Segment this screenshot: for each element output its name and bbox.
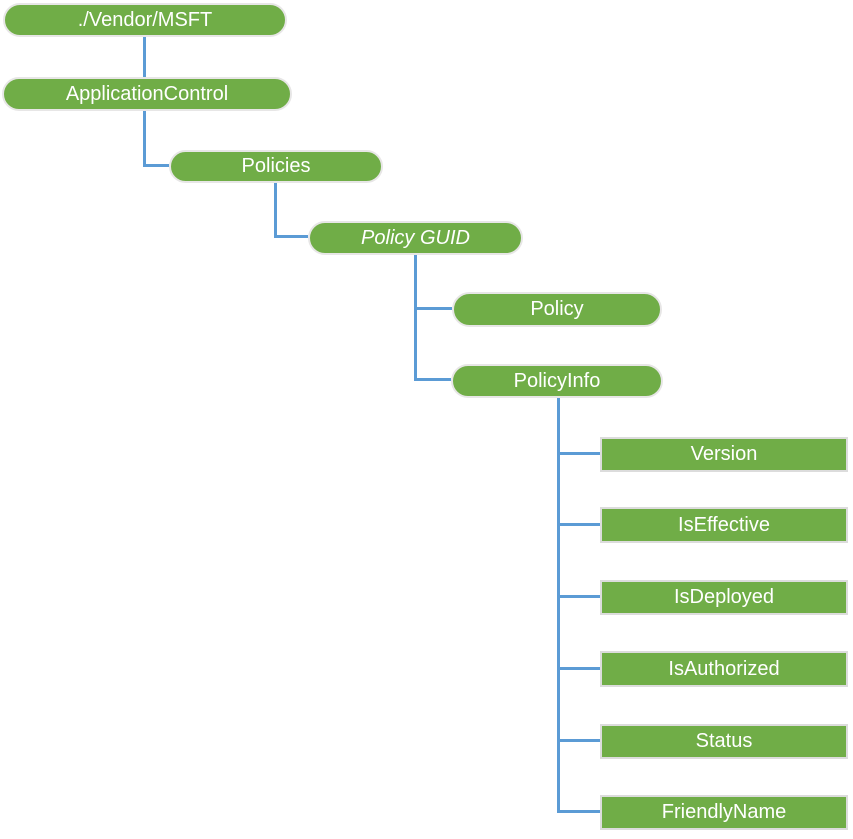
connector-policyinfo-to-friendlyname [557,810,600,813]
connector-policyguid-to-policyinfo [414,378,451,381]
node-is-authorized: IsAuthorized [600,651,848,687]
connector-policyinfo-to-iseffective [557,523,600,526]
connector-policyguid-trunk [414,255,417,381]
connector-policyguid-to-policy [414,307,452,310]
node-vendor-msft-label: ./Vendor/MSFT [77,8,213,31]
connector-vendor-to-applicationcontrol [143,36,146,77]
node-friendly-name: FriendlyName [600,795,848,830]
node-status: Status [600,724,848,759]
node-version: Version [600,437,848,472]
connector-policies-to-policyguid-vertical [274,183,277,238]
connector-policyinfo-to-isauthorized [557,667,600,670]
node-status-label: Status [695,730,753,752]
node-policies: Policies [169,150,383,183]
node-friendly-name-label: FriendlyName [661,801,787,823]
node-application-control: ApplicationControl [2,77,292,111]
connector-policyinfo-to-status [557,739,600,742]
node-is-deployed-label: IsDeployed [673,586,775,608]
node-policy-guid-label: Policy GUID [361,226,470,249]
connector-applicationcontrol-to-policies-horizontal [143,164,169,167]
node-is-deployed: IsDeployed [600,580,848,615]
node-policy-info: PolicyInfo [451,364,663,398]
node-vendor-msft: ./Vendor/MSFT [3,3,287,37]
node-is-effective: IsEffective [600,507,848,543]
node-policy-label: Policy [530,298,584,320]
node-version-label: Version [690,443,758,465]
node-policy: Policy [452,292,662,327]
connector-policyinfo-to-version [557,452,600,455]
node-policy-guid: Policy GUID [308,221,523,255]
node-application-control-label: ApplicationControl [65,82,229,105]
connector-policies-to-policyguid-horizontal [274,235,308,238]
connector-policyinfo-trunk [557,398,560,813]
node-is-authorized-label: IsAuthorized [668,657,780,680]
node-policies-label: Policies [241,155,311,177]
connector-policyinfo-to-isdeployed [557,595,600,598]
node-policy-info-label: PolicyInfo [513,369,601,392]
connector-applicationcontrol-to-policies-vertical [143,110,146,167]
node-is-effective-label: IsEffective [678,513,770,536]
